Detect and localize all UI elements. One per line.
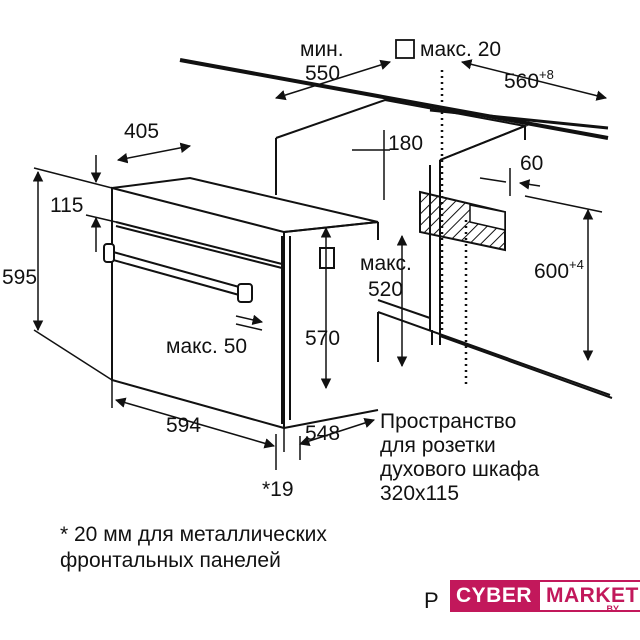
brand-suffix: .BY xyxy=(604,604,620,614)
label-600: 600+4 xyxy=(534,257,584,283)
label-520: 520 xyxy=(368,278,403,301)
label-max-520-prefix: макс. xyxy=(360,252,412,275)
dimension-labels: мин. 550 макс. 20 560+8 405 180 60 115 5… xyxy=(2,38,584,501)
square-symbol-icon xyxy=(395,39,415,59)
label-560-value: 560 xyxy=(504,70,539,93)
brand-logo-left: CYBER xyxy=(450,580,539,612)
brand-logo: CYBER MARKET xyxy=(450,580,640,612)
cabinet-niche xyxy=(179,58,613,399)
socket-area xyxy=(419,190,506,252)
label-max-20: макс. 20 xyxy=(420,38,501,61)
label-min: мин. xyxy=(300,38,344,61)
dimension-lines xyxy=(32,59,608,470)
label-595: 595 xyxy=(2,266,37,289)
label-594: 594 xyxy=(166,414,201,437)
label-570: 570 xyxy=(305,327,340,350)
brand-logo-right: MARKET xyxy=(538,580,640,612)
footnote-line: фронтальных панелей xyxy=(60,549,281,572)
socket-note-line: 320x115 xyxy=(380,482,460,505)
label-600-tolerance: +4 xyxy=(569,257,584,272)
centerlines xyxy=(440,70,468,385)
label-560: 560+8 xyxy=(504,67,554,93)
page-mark: P xyxy=(424,588,439,613)
label-min-550: 550 xyxy=(305,62,340,85)
label-180: 180 xyxy=(388,132,423,155)
label-115: 115 xyxy=(50,194,83,217)
label-548: 548 xyxy=(305,422,340,445)
label-max-50: макс. 50 xyxy=(166,335,247,358)
label-560-tolerance: +8 xyxy=(539,67,554,82)
footnote: * 20 мм для металлических фронтальных па… xyxy=(60,522,440,574)
label-405: 405 xyxy=(124,120,159,143)
label-600-value: 600 xyxy=(534,260,569,283)
label-star-19: *19 xyxy=(262,478,294,501)
footnote-line: * 20 мм для металлических xyxy=(60,523,327,546)
label-60: 60 xyxy=(520,152,543,175)
oven-handle xyxy=(103,243,253,303)
socket-space-note: Пространство для розетки духового шкафа … xyxy=(380,410,630,506)
socket-note-line: Пространство xyxy=(380,410,517,433)
socket-note-line: духового шкафа xyxy=(380,458,540,481)
socket-note-line: для розетки xyxy=(380,434,496,457)
